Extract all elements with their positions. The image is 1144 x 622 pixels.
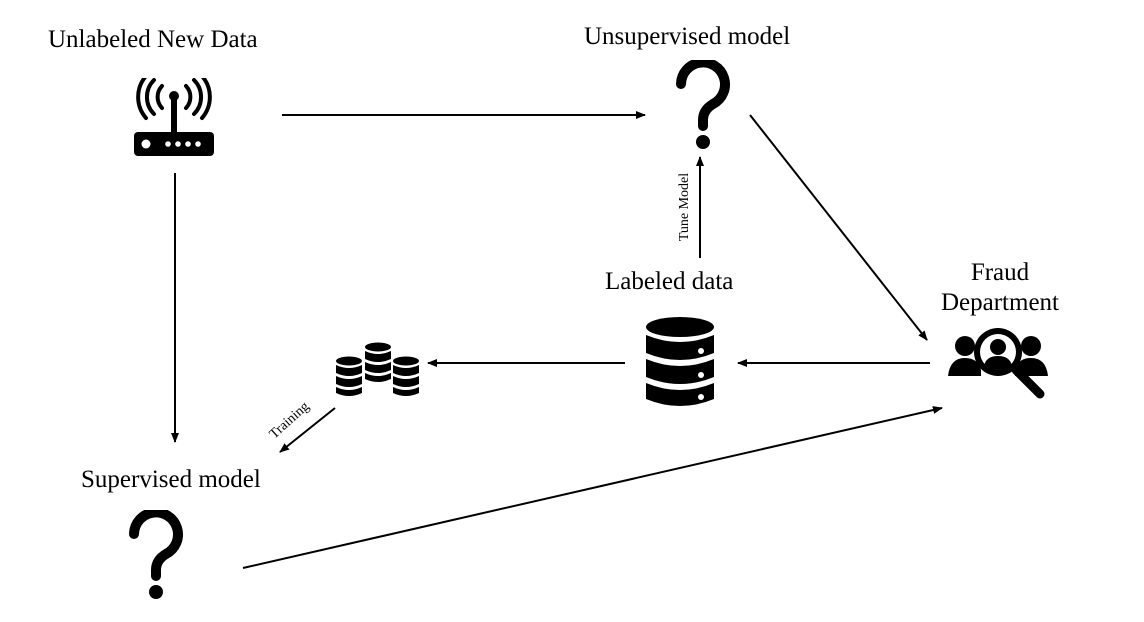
fraud-department-label-line2: Department [940, 289, 1059, 316]
fraud-department-label-line1: Fraud [970, 259, 1030, 286]
arrow-training-to-supervised [279, 407, 336, 453]
arrow-unsupervised-to-fraud [749, 114, 928, 341]
router-icon [134, 78, 214, 156]
unlabeled-new-data-label: Unlabeled New Data [48, 26, 258, 53]
supervised-model-label: Supervised model [81, 466, 261, 493]
question-mark-icon [129, 510, 183, 599]
database-cluster-icon [336, 342, 419, 396]
tune-model-edge-label: Tune Model [677, 172, 692, 242]
fraud-department-label: Fraud Department [930, 258, 1070, 318]
question-mark-icon [676, 60, 730, 149]
database-icon [646, 317, 714, 406]
unsupervised-model-label: Unsupervised model [584, 23, 791, 50]
user-search-icon [948, 328, 1048, 399]
labeled-data-label: Labeled data [605, 268, 734, 295]
arrow-supervised-to-fraud [242, 406, 943, 569]
